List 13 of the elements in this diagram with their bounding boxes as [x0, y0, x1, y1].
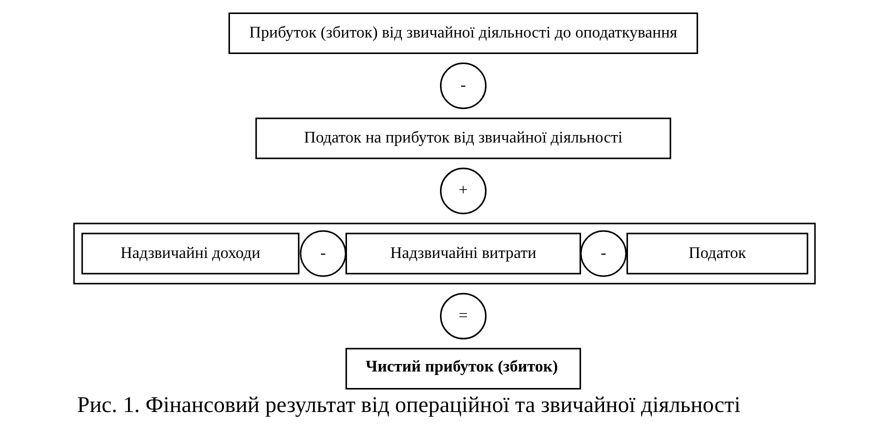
- node-circle: -: [440, 62, 487, 110]
- node-box: Чистий прибуток (збиток): [346, 348, 582, 390]
- node-box: Надзвичайні доходи: [81, 232, 300, 274]
- node-box: Прибуток (збиток) від звичайної діяльності до оподаткування: [228, 12, 698, 54]
- node-circle: -: [580, 230, 627, 277]
- node-box: Податок на прибуток від звичайної діяльності: [255, 118, 672, 160]
- cluster: [73, 222, 816, 284]
- caption: Рис. 1. Фінансовий результат від операційної та звичайної діяльності: [77, 392, 741, 417]
- node-circle: =: [440, 292, 487, 340]
- node-circle: +: [440, 168, 487, 214]
- node-circle: -: [300, 230, 346, 277]
- node-box: Податок: [626, 232, 808, 274]
- node-box: Надзвичайні витрати: [346, 232, 582, 274]
